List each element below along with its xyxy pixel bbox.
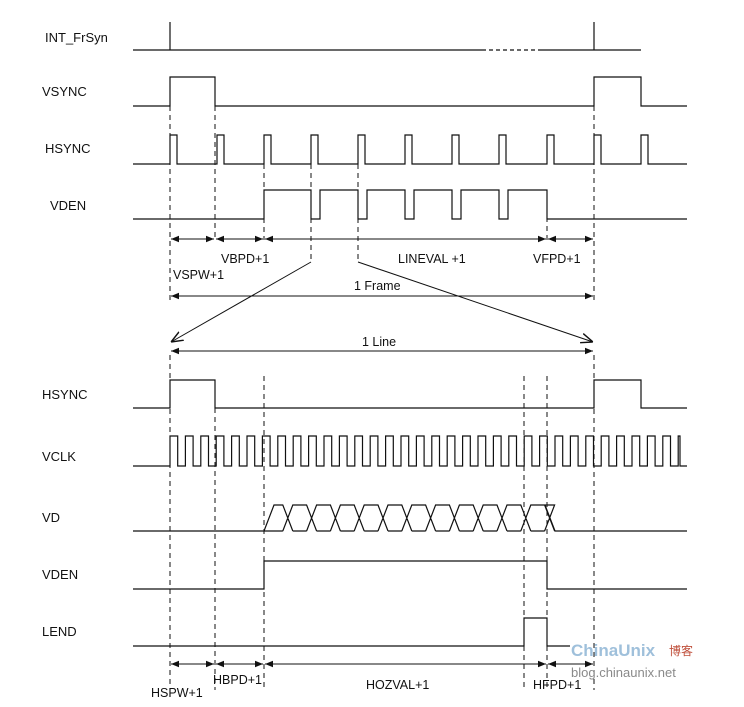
signal-label-lend: LEND [42,624,77,639]
hfpd-label: HFPD+1 [533,678,581,692]
frame-dimension-arrows [171,235,593,300]
signal-label-int-frsyn: INT_FrSyn [45,30,108,45]
frame-label: 1 Frame [354,279,401,293]
signal-label-hsync-bottom: HSYNC [42,387,88,402]
vspw-label: VSPW+1 [173,268,224,282]
signal-label-vsync: VSYNC [42,84,87,99]
vbpd-label: VBPD+1 [221,252,269,266]
lend-waveform [133,617,570,647]
int-frsyn-waveform [133,22,641,51]
hbpd-label: HBPD+1 [213,673,262,687]
watermark-url: blog.chinaunix.net [571,665,676,680]
zoom-projection-lines [171,261,593,342]
watermark-brand-cn: 博客 [669,643,693,658]
bottom-guide-lines [169,355,595,690]
signal-label-vd: VD [42,510,60,525]
line-label: 1 Line [362,335,396,349]
top-guide-lines [169,106,595,300]
signal-label-vden-bottom: VDEN [42,567,78,582]
signal-label-hsync-top: HSYNC [45,141,91,156]
vden-bottom-waveform [133,560,687,590]
watermark-brand: ChinaUnix [571,641,656,660]
hsync-top-waveform [133,134,687,165]
watermark: ChinaUnix 博客 blog.chinaunix.net [571,641,693,680]
hspw-label: HSPW+1 [151,686,203,700]
hozval-label: HOZVAL+1 [366,678,429,692]
vden-top-waveform [133,189,687,220]
lineval-label: LINEVAL +1 [398,252,466,266]
vsync-waveform [133,76,687,107]
vd-waveform [133,504,687,532]
vclk-waveform [133,435,687,467]
hsync-bottom-waveform [133,379,687,409]
signal-label-vden-top: VDEN [50,198,86,213]
vfpd-label: VFPD+1 [533,252,581,266]
signal-label-vclk: VCLK [42,449,76,464]
